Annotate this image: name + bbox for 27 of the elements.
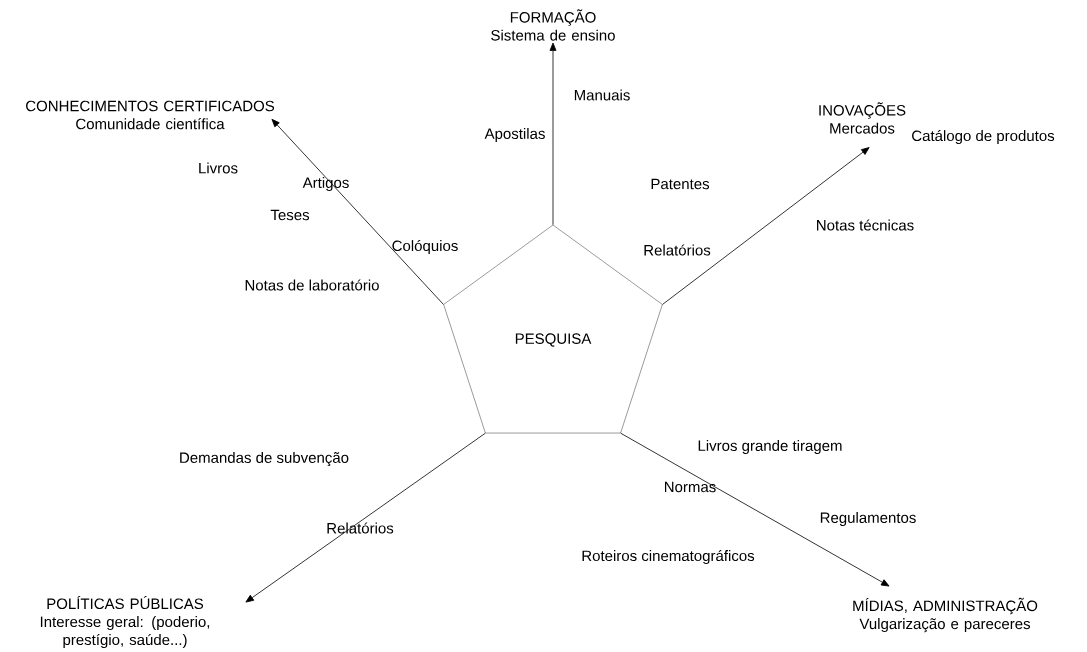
text-label: Notas de laboratório: [245, 279, 379, 291]
text-label: Relatórios: [327, 522, 394, 534]
text-label: Livros: [199, 162, 238, 174]
text-label: Notas técnicas: [817, 219, 914, 231]
text-label: Patentes: [651, 178, 710, 190]
text-label: Roteiros cinematográficos: [582, 549, 755, 565]
category-label: INOVAÇÕES Mercados: [819, 102, 906, 134]
category-label: FORMAÇÃO Sistema de ensino: [491, 9, 615, 41]
arrow: [662, 147, 870, 305]
text-label: Demandas de subvenção: [180, 451, 349, 466]
text-label: Livros grande tiragem: [698, 440, 842, 454]
text-label: Manuais: [574, 89, 630, 101]
arrow: [245, 432, 486, 603]
text-label: Teses: [270, 209, 310, 221]
arrow: [549, 42, 557, 226]
arrow: [620, 432, 890, 587]
text-label: Apostilas: [484, 128, 545, 142]
text-label: Normas: [665, 481, 716, 493]
arrow: [271, 118, 444, 305]
category-label: POLÍTICAS PÚBLICAS Interesse geral: (poderio, prestígio, saúde...): [40, 595, 210, 649]
text-label: Colóquios: [392, 239, 458, 255]
category-label: MÍDIAS, ADMINISTRAÇÃO Vulgarização e pareceres: [853, 597, 1038, 633]
text-label: Artigos: [302, 177, 349, 191]
text-label: Relatórios: [644, 244, 711, 256]
category-label: CONHECIMENTOS CERTIFICADOS Comunidade científica: [26, 100, 275, 130]
text-label: Regulamentos: [820, 512, 916, 526]
text-label: Catálogo de produtos: [912, 129, 1055, 145]
